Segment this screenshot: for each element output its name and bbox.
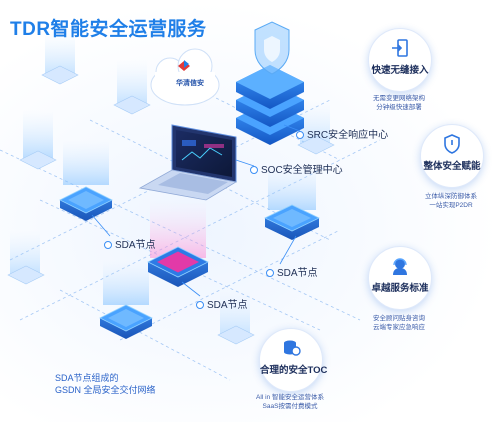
shield-icon [444,134,460,154]
feature-desc-service: 安全顾问贴身咨询 云端专家应急响应 [360,314,438,332]
feature-desc-line: 无需变更网络架构 [373,95,425,102]
sda-node-right [264,165,320,240]
feature-desc-toc: All in 智能安全运营体系 SaaS按需付费模式 [245,393,335,411]
feature-badge-toc: 合理的安全TOC [259,328,328,392]
feature-title: 快速无缝接入 [371,65,429,76]
feature-desc-line: All in 智能安全运营体系 [256,394,324,401]
sda-label-left: SDA节点 [104,236,156,251]
footer-line: SDA节点组成的 [55,373,119,383]
sda-node-lower-left [99,260,153,339]
sda-label-right-text: SDA节点 [277,268,318,279]
feature-desc-line: 云端专家应急响应 [373,324,425,331]
feature-badge-access: 快速无缝接入 [368,28,432,92]
feature-badge-empower: 整体安全赋能 [420,124,484,188]
sda-label-center: SDA节点 [196,296,248,311]
feature-desc-line: 安全顾问贴身咨询 [373,315,425,322]
cloud-logo [150,48,220,106]
feature-title: 整体安全赋能 [423,161,481,172]
sda-label-center-text: SDA节点 [207,300,248,311]
footer-caption: SDA节点组成的 GSDN 全局安全交付网络 [55,372,156,396]
label-dot-icon [104,241,112,250]
label-dot-icon [196,301,204,310]
src-label: SRC安全响应中心 [296,126,388,141]
cloud-logo-text: 华清信安 [176,80,204,87]
headset-support-icon [393,258,407,275]
src-label-text: SRC安全响应中心 [307,130,389,141]
sda-label-left-text: SDA节点 [115,240,156,251]
sda-node-center [147,200,209,287]
page-title: TDR智能安全运营服务 [10,19,207,40]
label-dot-icon [266,269,274,278]
background-nodes [7,30,335,345]
feature-desc-empower: 立体纵深防御体系 一站实现P2DR [412,192,490,210]
feature-desc-line: 立体纵深防御体系 [425,193,477,200]
feature-desc-line: 分钟级快速部署 [376,104,422,111]
feature-desc-line: 一站实现P2DR [429,202,473,209]
sda-node-left [59,140,113,221]
feature-title: 合理的安全TOC [260,365,328,376]
footer-line: GSDN 全局安全交付网络 [55,385,156,395]
soc-label: SOC安全管理中心 [250,161,343,176]
label-dot-icon [296,131,304,140]
laptop [138,124,238,201]
sda-label-right: SDA节点 [266,264,318,279]
label-leaders [91,124,301,297]
server-stack [236,21,304,145]
label-dot-icon [250,166,258,175]
feature-desc-access: 无需变更网络架构 分钟级快速部署 [360,94,438,112]
door-enter-icon [392,39,408,57]
feature-title: 卓越服务标准 [371,283,429,294]
coins-icon [284,340,301,356]
feature-desc-line: SaaS按需付费模式 [262,403,318,410]
soc-label-text: SOC安全管理中心 [261,165,343,176]
feature-badge-service: 卓越服务标准 [368,246,432,310]
